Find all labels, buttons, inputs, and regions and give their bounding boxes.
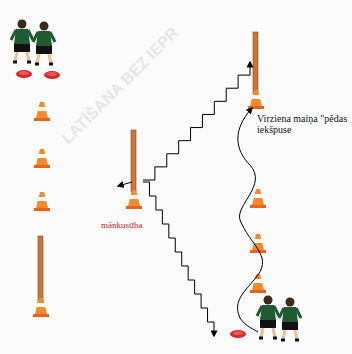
dribble-path [118,182,132,186]
instruction-note: Virziena maiņa "pēdas iekšpuse [257,113,352,135]
watermark: LATĪŠANA BEZ IEPR [24,0,216,181]
dribble-path [143,62,250,180]
dribble-path [143,182,214,336]
move-label: mānkustība [101,220,171,231]
